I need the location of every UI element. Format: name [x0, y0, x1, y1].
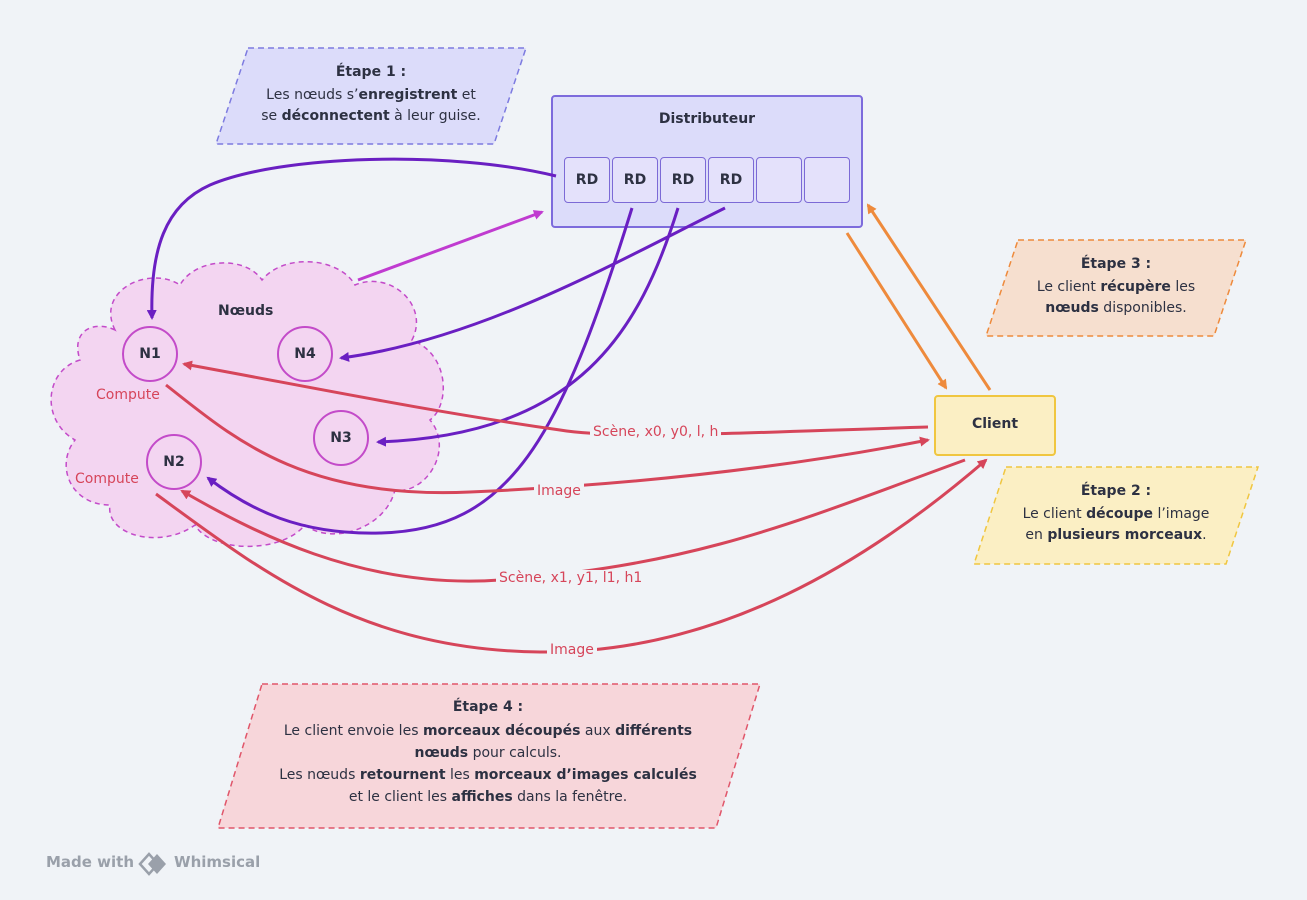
step4-text-f: pour calculs.: [468, 745, 562, 761]
step4-text-c: aux: [580, 723, 616, 739]
arrow-rd-to-n3: [376, 207, 680, 447]
node-n4: N4: [277, 326, 333, 382]
edge-label-scene-1: Scène, x0, y0, l, h: [590, 424, 722, 440]
step1-text-a: Les nœuds s’: [266, 87, 359, 103]
step2-text-e: plusieurs morceaux: [1047, 527, 1203, 543]
step3-text-e: disponibles.: [1098, 300, 1187, 316]
step1-note: Étape 1 : Les nœuds s’enregistrent et se…: [228, 62, 514, 127]
step2-text-c: l’image: [1153, 506, 1210, 522]
step4-text-g: Les nœuds: [279, 767, 360, 783]
rd-cell-4: RD: [708, 157, 754, 203]
step2-note-shape: [972, 466, 1260, 565]
step3-title: Étape 3 :: [1080, 256, 1152, 272]
step3-text-d: nœuds: [1045, 300, 1099, 316]
step4-note-shape: [216, 683, 762, 829]
step1-title: Étape 1 :: [335, 64, 407, 80]
step2-title: Étape 2 :: [1080, 483, 1152, 499]
compute-label-n2: Compute: [75, 471, 139, 487]
step1-text-d: se: [261, 108, 282, 124]
step1-text-e: déconnectent: [281, 108, 390, 124]
nodes-group-title: Nœuds: [218, 303, 274, 319]
step3-text-a: Le client: [1036, 279, 1101, 295]
node-n3: N3: [313, 410, 369, 466]
step4-text-b: morceaux découpés: [422, 723, 581, 739]
step1-note-shape: [214, 47, 528, 145]
arrow-n1-to-client: [165, 383, 930, 495]
step4-text-l: affiches: [451, 789, 513, 805]
step4-text-d: différents: [615, 723, 693, 739]
distributor-title: Distributeur: [658, 111, 756, 127]
made-with-text: Made with: [46, 853, 135, 871]
step4-text-a: Le client envoie les: [283, 723, 423, 739]
step4-text-k: et le client les: [348, 789, 452, 805]
step2-text-f: .: [1202, 527, 1207, 543]
whimsical-logo-icon: [138, 852, 166, 876]
step2-text-b: découpe: [1086, 506, 1154, 522]
arrow-n2-to-client: [155, 458, 988, 654]
client-title: Client: [971, 416, 1019, 432]
node-n2: N2: [146, 434, 202, 490]
step3-note-shape: [984, 239, 1248, 337]
step4-title: Étape 4 :: [452, 699, 524, 715]
step2-text-a: Le client: [1022, 506, 1087, 522]
rd-cell-6: [804, 157, 850, 203]
step1-text-c: et: [457, 87, 476, 103]
client-box: [934, 395, 1056, 456]
edge-label-image-2: Image: [547, 642, 597, 658]
rd-cell-5: [756, 157, 802, 203]
step4-text-m: dans la fenêtre.: [512, 789, 628, 805]
step4-text-i: les: [445, 767, 475, 783]
edge-label-image-1: Image: [534, 483, 584, 499]
step4-text-e: nœuds: [414, 745, 469, 761]
step4-note: Étape 4 : Le client envoie les morceaux …: [240, 696, 736, 808]
step4-text-h: retournent: [359, 767, 446, 783]
rd-cell-1: RD: [564, 157, 610, 203]
compute-label-n1: Compute: [96, 387, 160, 403]
arrow-distributor-to-client: [845, 232, 948, 390]
step3-note: Étape 3 : Le client récupère les nœuds d…: [998, 254, 1234, 319]
arrow-rd-to-n1: [146, 157, 557, 320]
arrow-client-to-distributor: [866, 203, 992, 391]
step4-text-j: morceaux d’images calculés: [474, 767, 697, 783]
arrow-rd-to-n4: [339, 206, 726, 362]
arrow-client-to-n1: [182, 360, 929, 437]
step2-text-d: en: [1025, 527, 1048, 543]
step1-text-b: enregistrent: [358, 87, 458, 103]
made-with-badge[interactable]: Made with Whimsical: [46, 853, 260, 871]
arrow-nodes-to-distributor: [357, 210, 544, 282]
edge-label-scene-2: Scène, x1, y1, l1, h1: [496, 570, 646, 586]
rd-cell-3: RD: [660, 157, 706, 203]
rd-cell-2: RD: [612, 157, 658, 203]
step1-text-f: à leur guise.: [389, 108, 481, 124]
whimsical-brand-text: Whimsical: [174, 853, 261, 871]
step2-note: Étape 2 : Le client découpe l’image en p…: [988, 481, 1244, 546]
arrow-rd-to-n2: [206, 207, 634, 535]
node-n1: N1: [122, 326, 178, 382]
step3-text-c: les: [1170, 279, 1196, 295]
step3-text-b: récupère: [1100, 279, 1171, 295]
